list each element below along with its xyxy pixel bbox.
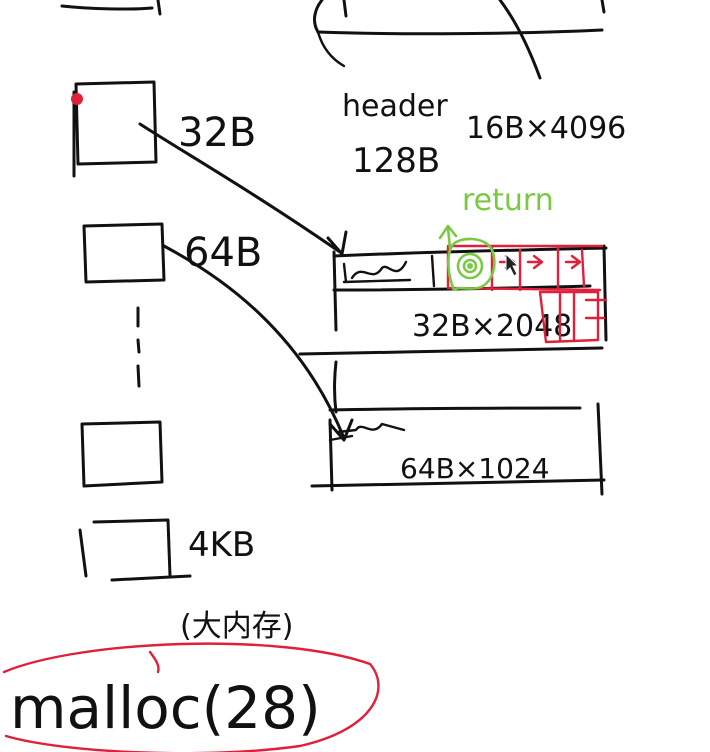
- size-class-box-32: [74, 80, 158, 166]
- big-memory-note: (大内存): [180, 609, 293, 644]
- label-32b: 32B: [178, 110, 256, 156]
- size-class-list: [71, 80, 192, 582]
- arrow-32-to-slab: [138, 122, 342, 254]
- header-size: 128B: [352, 141, 440, 181]
- slab-64-header-scribble: [328, 422, 406, 442]
- slab-64-label: 64B×1024: [400, 452, 550, 485]
- slab-32-highlight-grid: [446, 244, 608, 344]
- mouse-pointer-icon: [505, 252, 520, 277]
- slab-64b: [310, 360, 606, 496]
- return-label: return: [462, 183, 554, 218]
- return-marker: [438, 224, 496, 292]
- slab-32-label: 32B×2048: [412, 309, 572, 344]
- cursor-dot: [71, 93, 83, 105]
- size-class-box-64: [82, 222, 166, 284]
- header-word: header: [342, 89, 448, 124]
- ellipsis-dashes: [136, 306, 141, 388]
- label-4kb: 4KB: [188, 525, 255, 565]
- top-partial-sketch: [60, 0, 606, 80]
- header-pages: 16B×4096: [466, 111, 626, 146]
- size-class-box-4k: [78, 518, 192, 582]
- size-class-box-n: [80, 420, 164, 488]
- slab-32-header-scribble: [342, 260, 412, 284]
- arrow-64-to-slab: [162, 244, 346, 440]
- pointer-arrows: [138, 122, 354, 442]
- label-64b: 64B: [184, 230, 262, 276]
- malloc-call: malloc(28): [10, 674, 321, 742]
